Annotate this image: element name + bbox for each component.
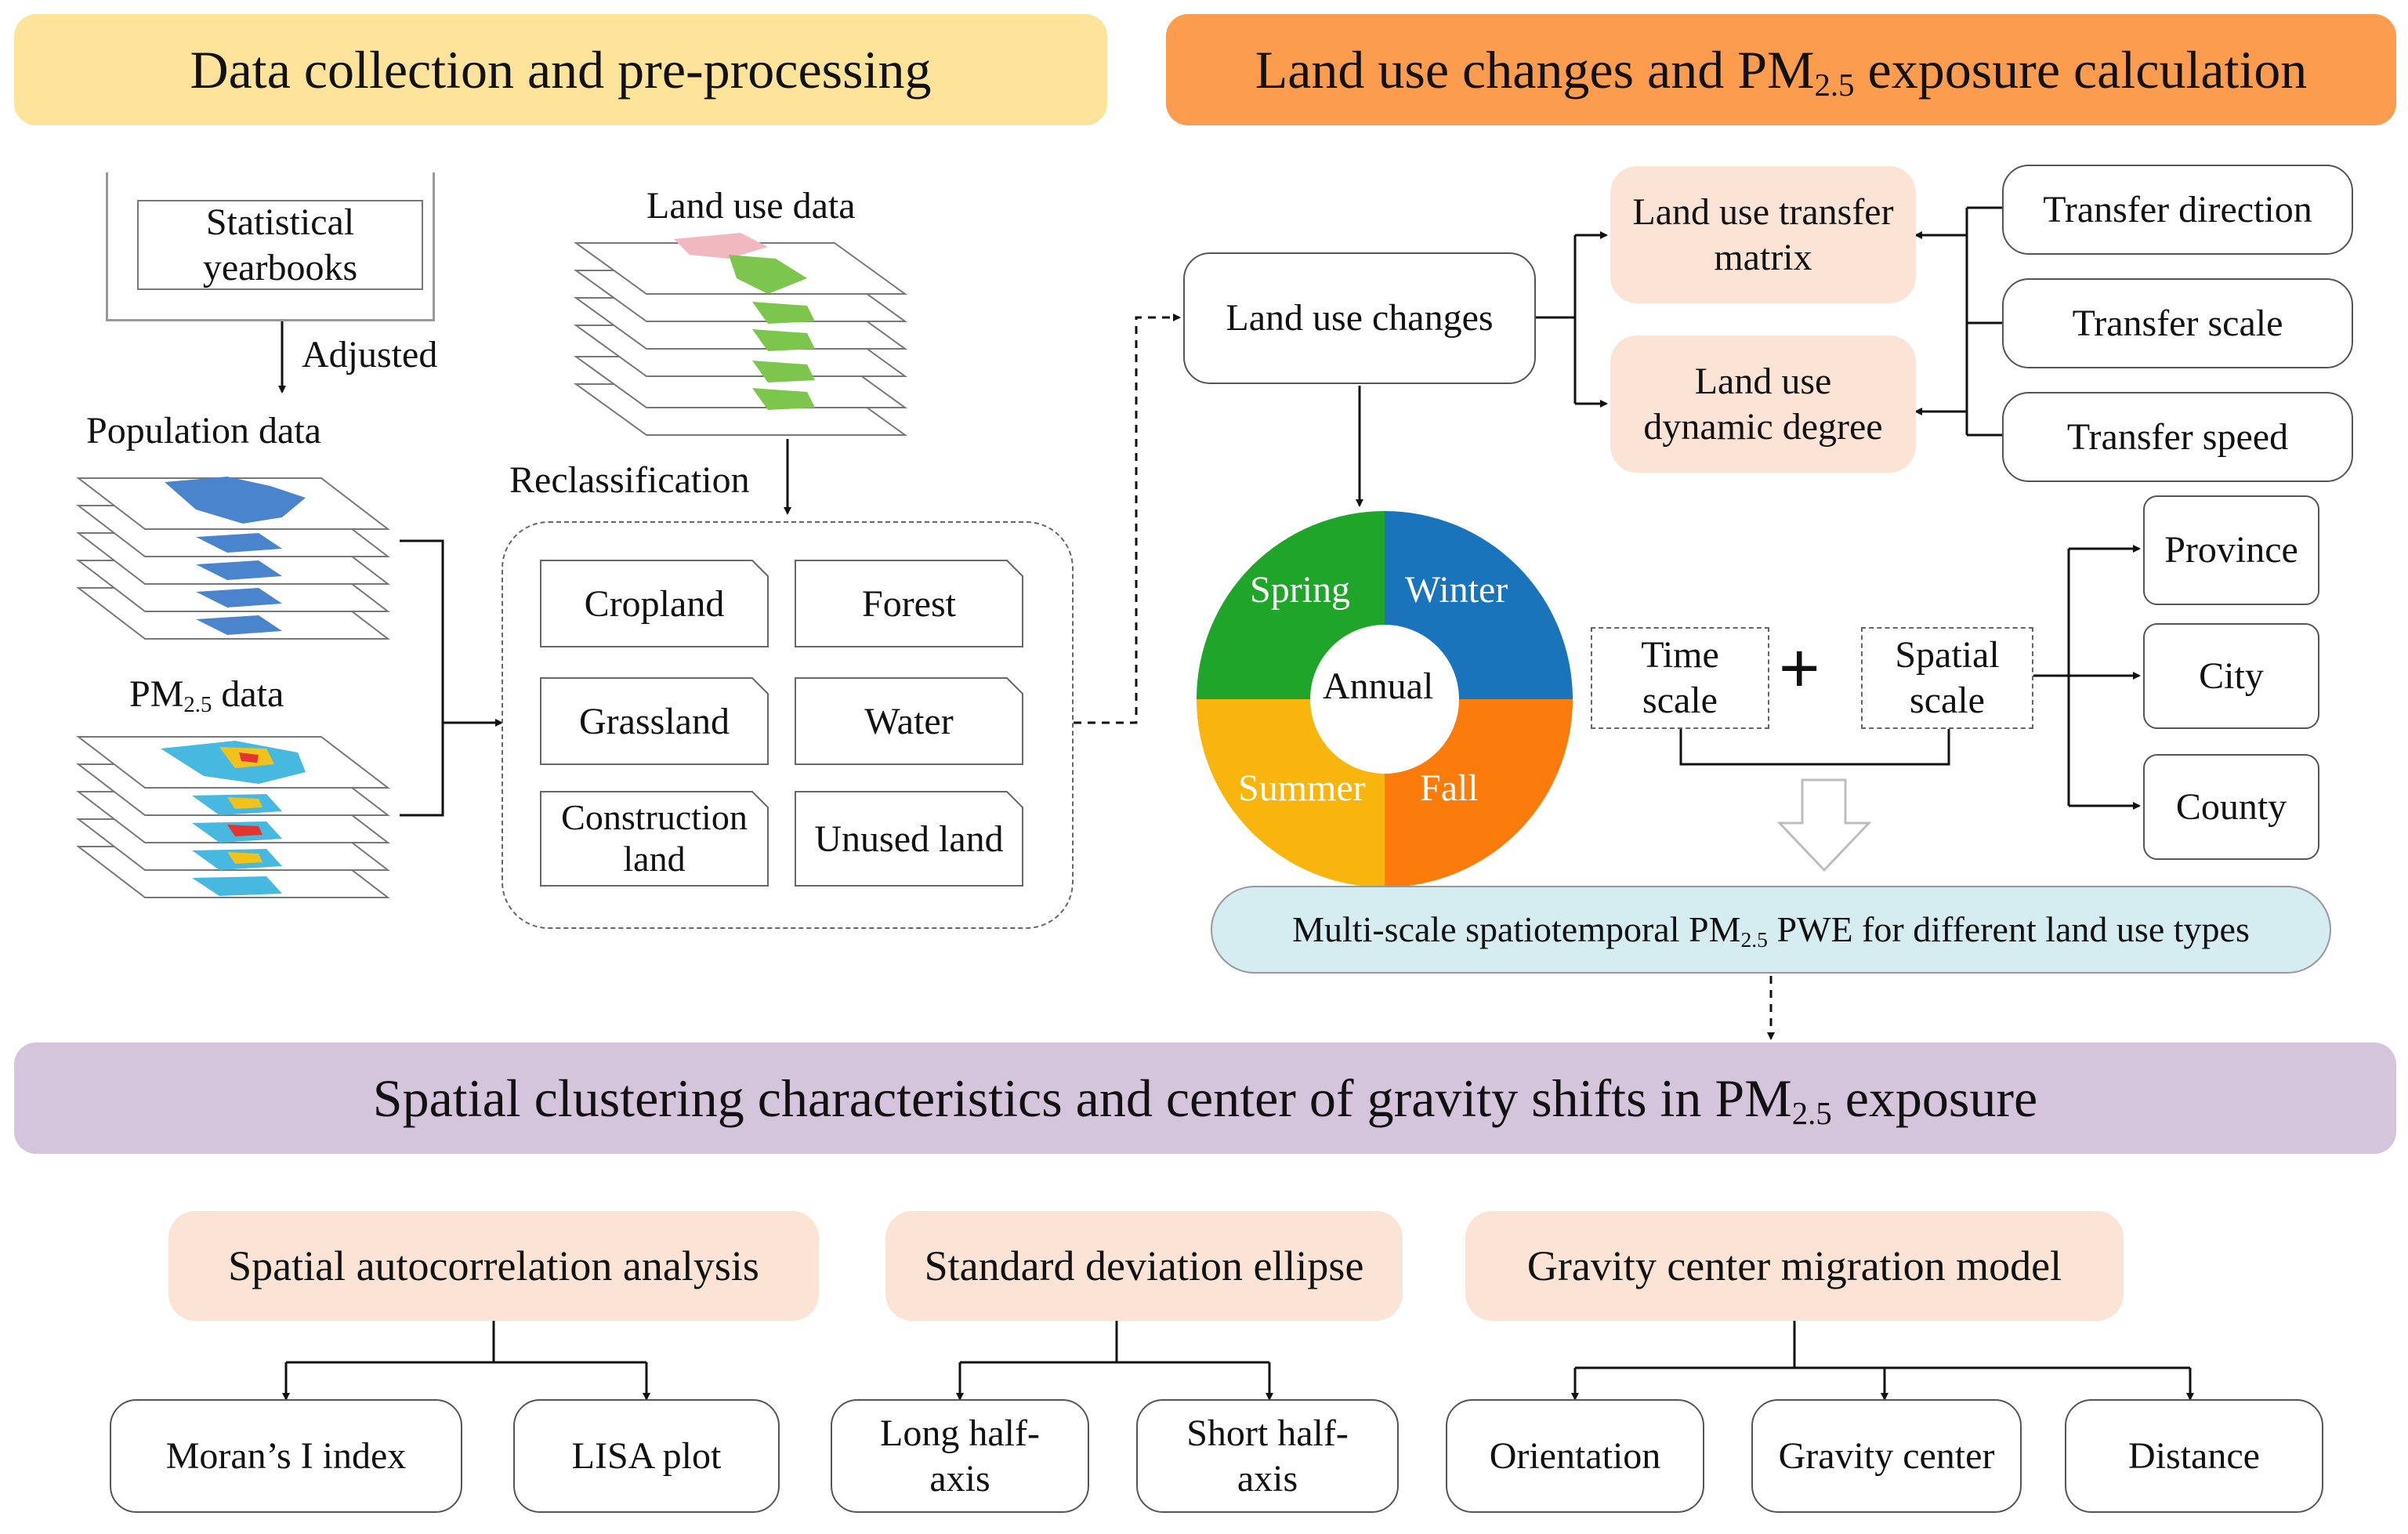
header-data-collection: Data collection and pre-processing (14, 14, 1107, 125)
season-fall: Fall (1420, 767, 1479, 809)
gravity-model-box: Gravity center migration model (1465, 1211, 2124, 1321)
city-box: City (2143, 623, 2319, 729)
spatial-scale-label: Spatial scale (1895, 634, 2000, 721)
long-half-axis-box: Long half-axis (831, 1399, 1089, 1513)
merge-bracket (400, 539, 444, 817)
population-layer-stack (76, 477, 390, 640)
category-unused-land: Unused land (814, 818, 1004, 860)
transfer-matrix-label: Land use transfer matrix (1632, 190, 1894, 278)
autocorrelation-box: Spatial autocorrelation analysis (168, 1211, 819, 1321)
header-spatial-clustering: Spatial clustering characteristics and c… (14, 1043, 2396, 1154)
pm-layer-stack (76, 736, 390, 898)
category-forest: Forest (862, 582, 956, 625)
season-donut (1197, 511, 1573, 887)
season-spring: Spring (1250, 569, 1351, 611)
statistical-yearbooks-box: Statistical yearbooks (137, 200, 423, 290)
transfer-direction-box: Transfer direction (2002, 165, 2353, 255)
lisa-box: LISA plot (513, 1399, 780, 1513)
pwe-box: Multi-scale spatiotemporal PM2.5 PWE for… (1211, 886, 2331, 974)
long-half-axis-label: Long half-axis (880, 1412, 1040, 1500)
pwe-label: Multi-scale spatiotemporal PM2.5 PWE for… (1292, 909, 2250, 952)
header-land-use-pm-text: Land use changes and PM2.5 exposure calc… (1255, 39, 2308, 103)
dashed-link-arrow (1074, 314, 1181, 724)
transfer-scale-box: Transfer scale (2002, 278, 2353, 368)
transfer-matrix-box: Land use transfer matrix (1610, 166, 1916, 303)
season-summer: Summer (1238, 767, 1366, 809)
province-box: Province (2143, 495, 2319, 605)
category-grassland: Grassland (579, 700, 730, 742)
time-scale-box: Time scale (1591, 627, 1769, 729)
header-spatial-clustering-text: Spatial clustering characteristics and c… (372, 1068, 2038, 1131)
hollow-down-arrow (1776, 778, 1872, 872)
short-half-axis-label: Short half-axis (1186, 1412, 1349, 1500)
category-cropland: Cropland (584, 582, 725, 625)
distance-box: Distance (2065, 1399, 2323, 1513)
category-tag-shapes (540, 560, 1023, 887)
time-scale-label: Time scale (1641, 634, 1719, 721)
orientation-box: Orientation (1446, 1399, 1704, 1513)
land-use-changes-box: Land use changes (1183, 252, 1536, 384)
land-use-layer-stack (573, 233, 908, 436)
spatial-scale-box: Spatial scale (1861, 627, 2033, 729)
short-half-axis-box: Short half-axis (1136, 1399, 1399, 1513)
morans-box: Moran’s I index (110, 1399, 462, 1513)
reclassification-label: Reclassification (509, 459, 750, 501)
season-winter: Winter (1405, 569, 1508, 611)
adjusted-label: Adjusted (302, 334, 438, 375)
dynamic-degree-label: Land use dynamic degree (1643, 360, 1883, 448)
statistical-yearbooks-label: Statistical yearbooks (202, 201, 358, 288)
pm-data-label: PM2.5 data (129, 673, 284, 718)
category-construction-land: Construction land (561, 797, 748, 879)
header-land-use-pm: Land use changes and PM2.5 exposure calc… (1166, 14, 2396, 125)
population-data-label: Population data (86, 410, 321, 451)
season-annual: Annual (1323, 665, 1434, 707)
land-use-data-label: Land use data (646, 185, 856, 227)
plus-sign: + (1779, 629, 1820, 708)
gravity-center-box: Gravity center (1751, 1399, 2022, 1513)
county-box: County (2143, 754, 2319, 860)
sde-box: Standard deviation ellipse (885, 1211, 1403, 1321)
transfer-speed-box: Transfer speed (2002, 392, 2353, 482)
header-data-collection-text: Data collection and pre-processing (190, 39, 932, 100)
dynamic-degree-box: Land use dynamic degree (1610, 335, 1916, 473)
category-water: Water (864, 700, 954, 742)
